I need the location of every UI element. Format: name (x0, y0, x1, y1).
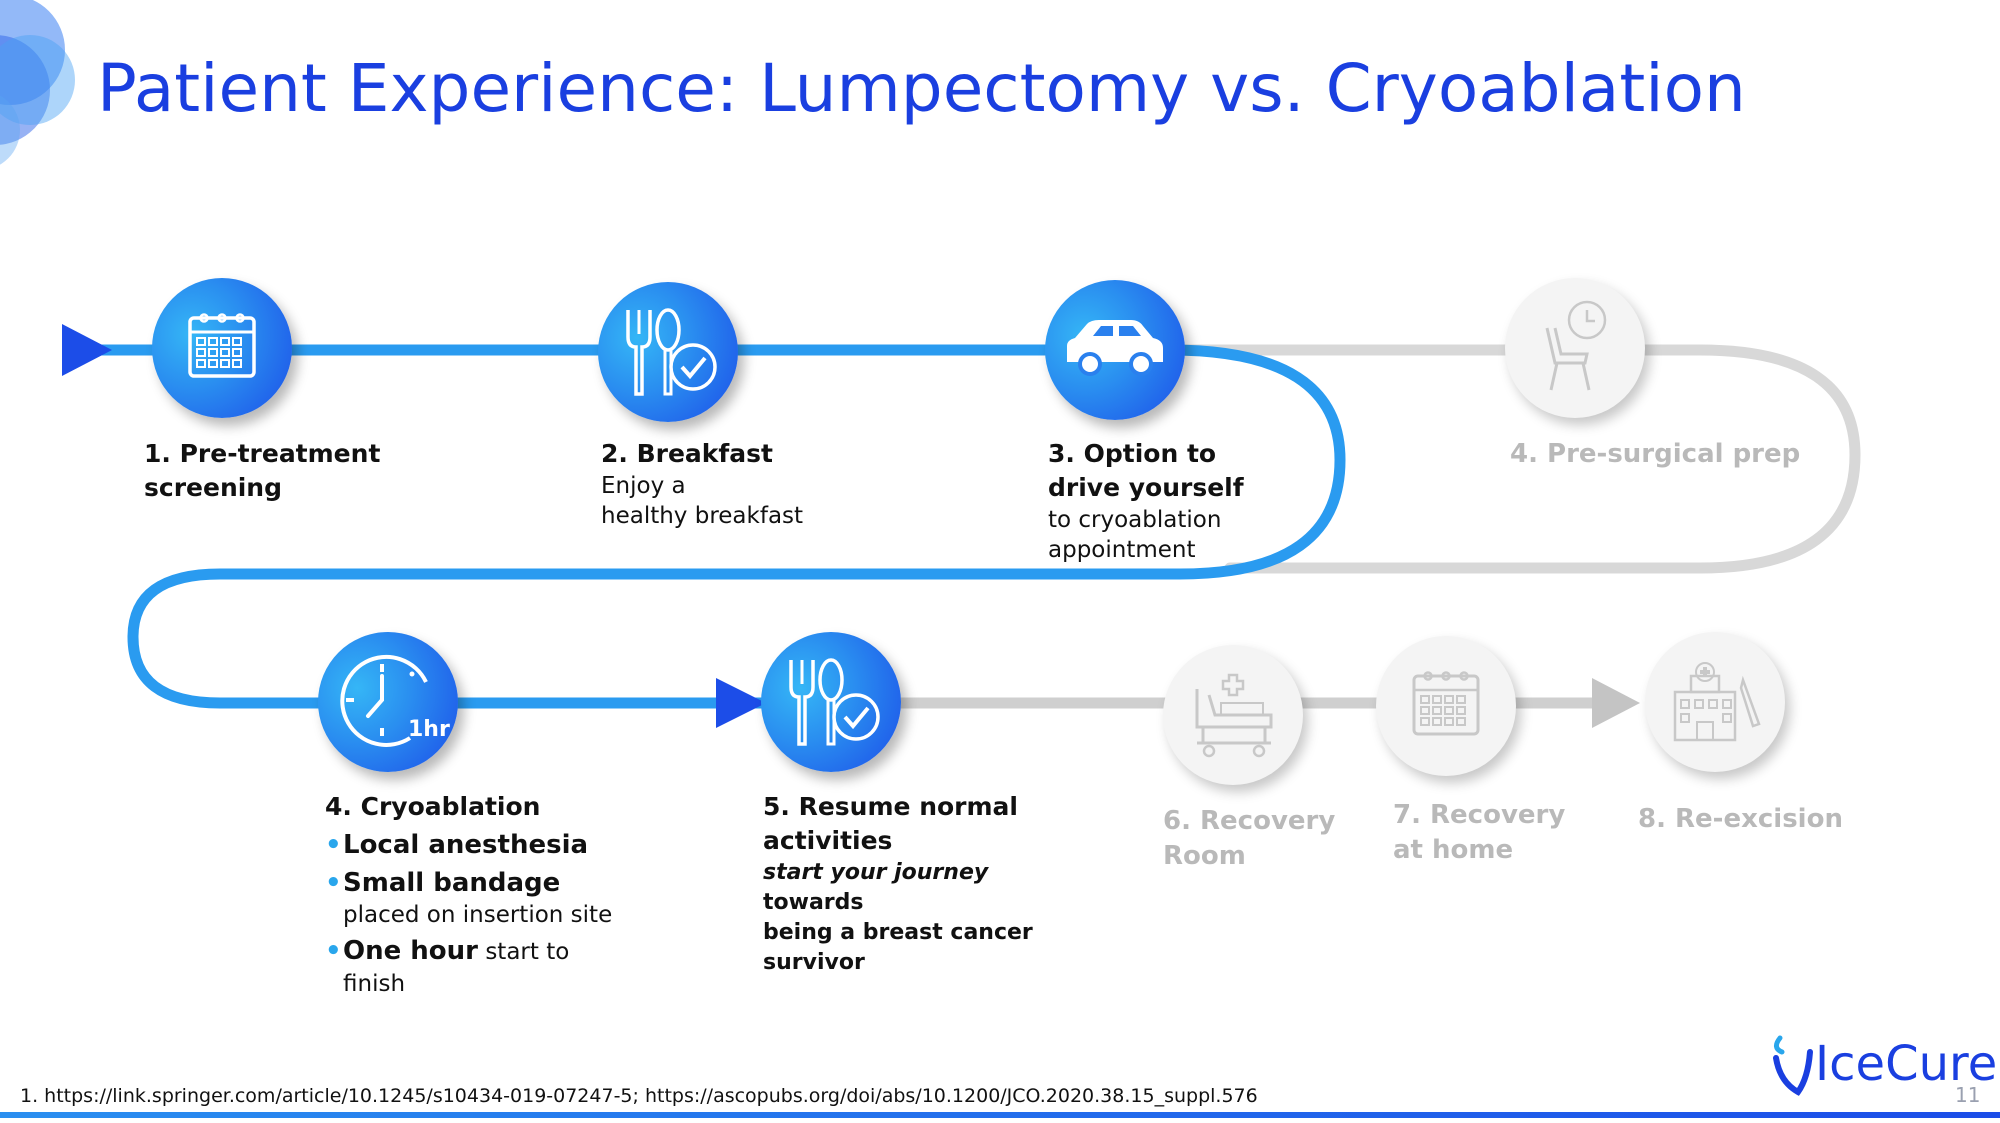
step8-label: 8. Re-excision (1638, 804, 1843, 834)
step6-title2: Room (1163, 841, 1246, 871)
step7-title1: 7. Recovery (1393, 800, 1566, 830)
step4-circle: 1hr (318, 632, 458, 772)
bullet2-sub: placed on insertion site (343, 902, 613, 928)
step3-label: 3. Option to drive yourself to cryoablat… (1048, 437, 1244, 565)
step1-circle (152, 278, 292, 418)
step5-line4: survivor (763, 950, 865, 975)
decorative-bubbles (0, 0, 75, 165)
bottom-bar (0, 1112, 2000, 1118)
step7-label: 7. Recovery at home (1393, 798, 1565, 868)
page-number: 11 (1955, 1083, 1981, 1107)
brand-name: IceCure (1815, 1036, 1998, 1092)
bullet3-sub: finish (343, 971, 406, 997)
step4-bullet3: •One hour start to finish (325, 934, 612, 999)
step3-circle (1045, 280, 1185, 420)
step5-italic: start your journey (763, 860, 989, 885)
step3-title2: drive yourself (1048, 473, 1244, 502)
page-title: Patient Experience: Lumpectomy vs. Cryoa… (97, 50, 1746, 127)
end-arrow (1592, 678, 1640, 728)
calendar-icon (1412, 671, 1480, 736)
step2-title: 2. Breakfast (601, 439, 774, 468)
mid-arrow (716, 678, 766, 728)
step7-circle (1376, 636, 1516, 776)
step1-label: 1. Pre-treatment screening (144, 437, 404, 505)
hospital-bed-icon (1195, 673, 1273, 758)
bullet2-text: Small bandage (343, 868, 561, 898)
step4-bullet2: •Small bandage placed on insertion site (325, 868, 613, 928)
step2-line1: Enjoy a (601, 473, 686, 499)
fork-spoon-check-icon (789, 658, 880, 746)
bullet3-rest: start to (478, 939, 570, 965)
step5-title2: activities (763, 826, 893, 855)
step7-title2: at home (1393, 835, 1514, 865)
step5-title1: 5. Resume normal (763, 792, 1018, 821)
step5-line3: being a breast cancer (763, 920, 1033, 945)
clock-icon: 1hr (340, 654, 450, 747)
step6-circle (1163, 645, 1303, 785)
step6-title1: 6. Recovery (1163, 806, 1336, 836)
car-icon (1067, 320, 1163, 376)
bullet3-bold: One hour (343, 936, 479, 966)
footnote-reference: 1. https://link.springer.com/article/10.… (20, 1085, 1258, 1107)
hospital-scalpel-icon (1673, 662, 1761, 742)
fork-spoon-check-icon (626, 308, 717, 396)
step2-circle (598, 282, 738, 422)
step2-line2: healthy breakfast (601, 503, 804, 529)
step5-line2: towards (763, 890, 864, 915)
clock-badge: 1hr (408, 717, 450, 742)
chair-clock-icon (1545, 300, 1607, 391)
start-arrow (62, 324, 112, 376)
step2-label: 2. Breakfast Enjoy a healthy breakfast (601, 437, 803, 531)
step1-title: 1. Pre-treatment screening (144, 439, 381, 502)
step3-line2: appointment (1048, 537, 1196, 563)
step4-gray-label: 4. Pre-surgical prep (1510, 439, 1801, 469)
step3-line1: to cryoablation (1048, 507, 1222, 533)
bullet1-text: Local anesthesia (343, 830, 589, 860)
step8-circle (1645, 632, 1785, 772)
step5-circle (761, 632, 901, 772)
step4-gray-circle (1505, 278, 1645, 418)
step4-bullet1: •Local anesthesia (325, 830, 589, 860)
step6-label: 6. Recovery Room (1163, 804, 1335, 874)
calendar-icon (188, 313, 256, 378)
step4-title: 4. Cryoablation (325, 792, 541, 821)
step3-title1: 3. Option to (1048, 439, 1217, 468)
step5-label: 5. Resume normal activities start your j… (763, 790, 1033, 978)
step4-label: 4. Cryoablation •Local anesthesia •Small… (325, 790, 612, 999)
icecure-logo-icon (1773, 1035, 1813, 1096)
